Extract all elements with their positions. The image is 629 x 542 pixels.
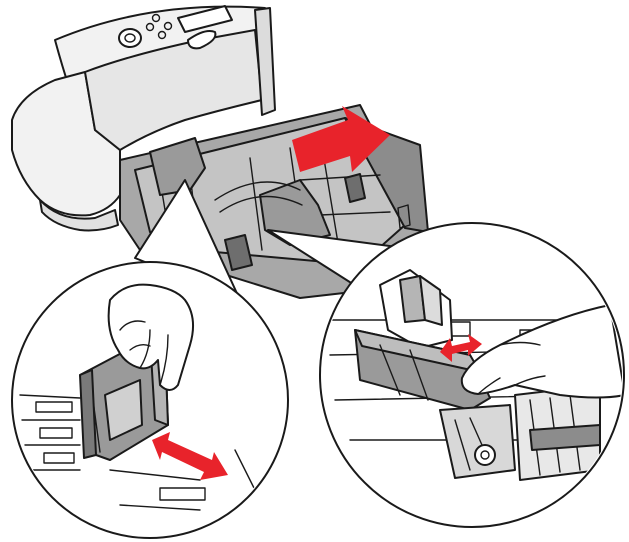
pull-arrow-icon [292, 106, 390, 172]
slide-arrow-right-icon [440, 334, 482, 362]
panel-button-icon [163, 21, 173, 31]
hand-left [107, 283, 195, 391]
control-panel [118, 5, 233, 50]
tray-length-guide [149, 137, 206, 196]
panel-button-icon [145, 22, 155, 32]
power-button-icon [118, 28, 142, 48]
width-guide-detail [319, 222, 625, 528]
panel-button-icon [157, 30, 167, 40]
tray-handle [397, 204, 411, 229]
slide-arrow-left-icon [152, 432, 228, 480]
gear-icon [474, 444, 496, 466]
panel-button-icon [151, 13, 161, 23]
tray-width-guide [259, 179, 331, 246]
length-guide-detail [11, 261, 289, 539]
hand-right [460, 304, 622, 399]
status-indicator-icon [187, 30, 217, 50]
display-screen [177, 5, 233, 33]
